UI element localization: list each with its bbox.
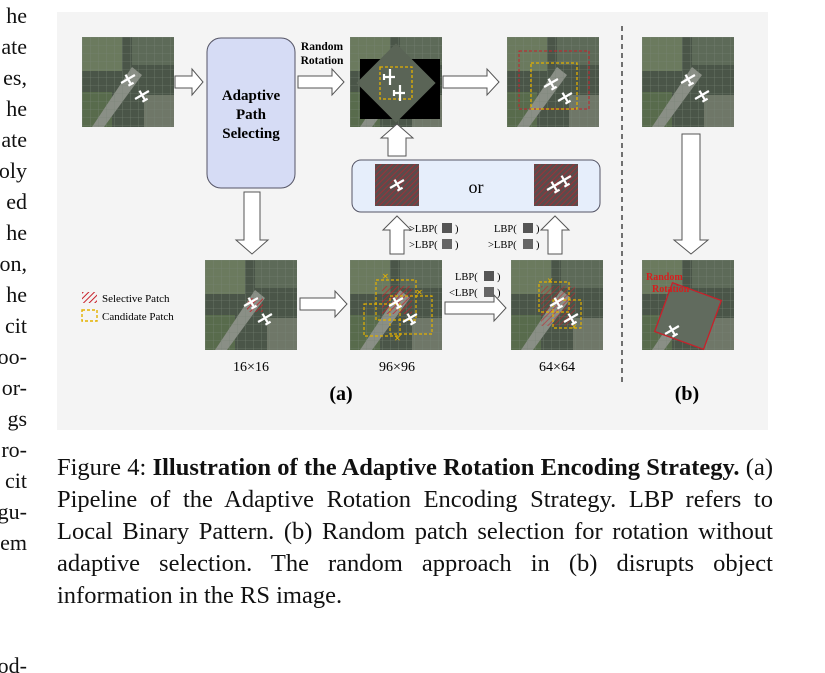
lbp-patch-icon [523, 223, 533, 233]
figure-caption: Figure 4: Illustration of the Adaptive R… [57, 452, 773, 612]
lbp-close: ) [536, 224, 540, 235]
size-label: 64×64 [539, 360, 575, 375]
lbp-close: ) [497, 288, 501, 299]
random-rotation-label: Random [301, 41, 344, 53]
lbp-label: >LBP( [409, 224, 438, 235]
left-fragment: oly [0, 158, 27, 183]
left-fragment: ed [6, 189, 27, 214]
image-64x64: × × [511, 260, 603, 350]
lbp-label: <LBP( [449, 288, 478, 299]
patch-thumb [534, 164, 578, 206]
lbp-close: ) [455, 224, 459, 235]
b-random-rotation-image: Random Rotation [642, 260, 734, 351]
legend-candidate-label: Candidate Patch [102, 311, 174, 323]
left-fragment: gu- [0, 499, 27, 524]
or-label: or [469, 177, 484, 197]
arrow-down [672, 133, 710, 255]
x-mark-icon: × [394, 331, 401, 345]
x-mark-icon: × [571, 321, 577, 333]
left-fragment: he [6, 220, 27, 245]
size-label: 96×96 [379, 360, 415, 375]
lbp-close: ) [455, 240, 459, 251]
arrow-up [381, 215, 413, 255]
left-fragment: he [6, 282, 27, 307]
left-fragment: ro- [1, 437, 27, 462]
left-fragment: he [6, 3, 27, 28]
lbp-close: ) [536, 240, 540, 251]
arrow-right [174, 67, 204, 97]
arrow-up [379, 123, 415, 157]
patch-thumb [375, 164, 419, 206]
figure-diagram: Adaptive Path Selecting Random Rotation [81, 26, 734, 405]
left-column-fragments: he ate es, he ate oly ed he on, he cit o… [0, 0, 38, 673]
lbp-patch-icon [442, 239, 452, 249]
output-image [507, 37, 599, 127]
x-mark-icon: × [547, 275, 553, 287]
rotated-image [350, 37, 442, 127]
left-fragment: ate [1, 127, 27, 152]
adaptive-path-box [206, 37, 296, 189]
b-overlay-text: Rotation [652, 284, 690, 295]
x-mark-icon: × [416, 285, 423, 299]
b-overlay-text: Random [646, 272, 683, 283]
left-fragment: cit [5, 468, 27, 493]
lbp-label: >LBP( [409, 240, 438, 251]
subfigure-label-a: (a) [329, 383, 352, 405]
adaptive-label-line: Adaptive [222, 88, 281, 104]
lbp-label: >LBP( [488, 240, 517, 251]
left-fragment: gs [7, 406, 27, 431]
lbp-patch-icon [523, 239, 533, 249]
arrow-down [234, 191, 270, 255]
lbp-patch-icon [484, 271, 494, 281]
b-input-image [642, 37, 734, 127]
legend-selective-label: Selective Patch [102, 293, 170, 305]
caption-label: Figure 4: [57, 454, 153, 481]
lbp-close: ) [497, 272, 501, 283]
left-fragment: on, [0, 251, 27, 276]
left-fragment: od- [0, 653, 27, 673]
adaptive-label-line: Selecting [222, 126, 280, 142]
arrow-right [297, 67, 345, 97]
size-label: 16×16 [233, 360, 269, 375]
figure-panel: Adaptive Path Selecting Random Rotation [57, 12, 768, 430]
arrow-right [299, 289, 348, 319]
lbp-label: LBP( [455, 272, 478, 283]
image-96x96: × × × [350, 260, 442, 350]
caption-body: (a) Pipeline of the Adaptive Rotation En… [57, 454, 773, 609]
lbp-patch-icon [484, 287, 494, 297]
input-image [82, 37, 174, 127]
left-fragment: he [6, 96, 27, 121]
lbp-patch-icon [442, 223, 452, 233]
arrow-up [539, 215, 571, 255]
adaptive-label-line: Path [236, 107, 267, 123]
random-rotation-label: Rotation [301, 55, 344, 67]
legend-candidate-swatch [81, 309, 98, 322]
left-fragment: oo- [0, 344, 27, 369]
left-fragment: es, [3, 65, 27, 90]
x-mark-icon: × [382, 269, 389, 283]
arrow-right [442, 67, 500, 97]
image-16x16 [205, 260, 297, 350]
left-fragment: or- [1, 375, 27, 400]
left-fragment: ate [1, 34, 27, 59]
caption-bold-title: Illustration of the Adaptive Rotation En… [152, 454, 740, 481]
left-fragment: em [0, 530, 27, 555]
arrow-right [444, 293, 507, 323]
left-fragment: cit [5, 313, 27, 338]
legend-selective-swatch [82, 292, 97, 303]
lbp-label: LBP( [494, 224, 517, 235]
subfigure-label-b: (b) [675, 383, 699, 405]
